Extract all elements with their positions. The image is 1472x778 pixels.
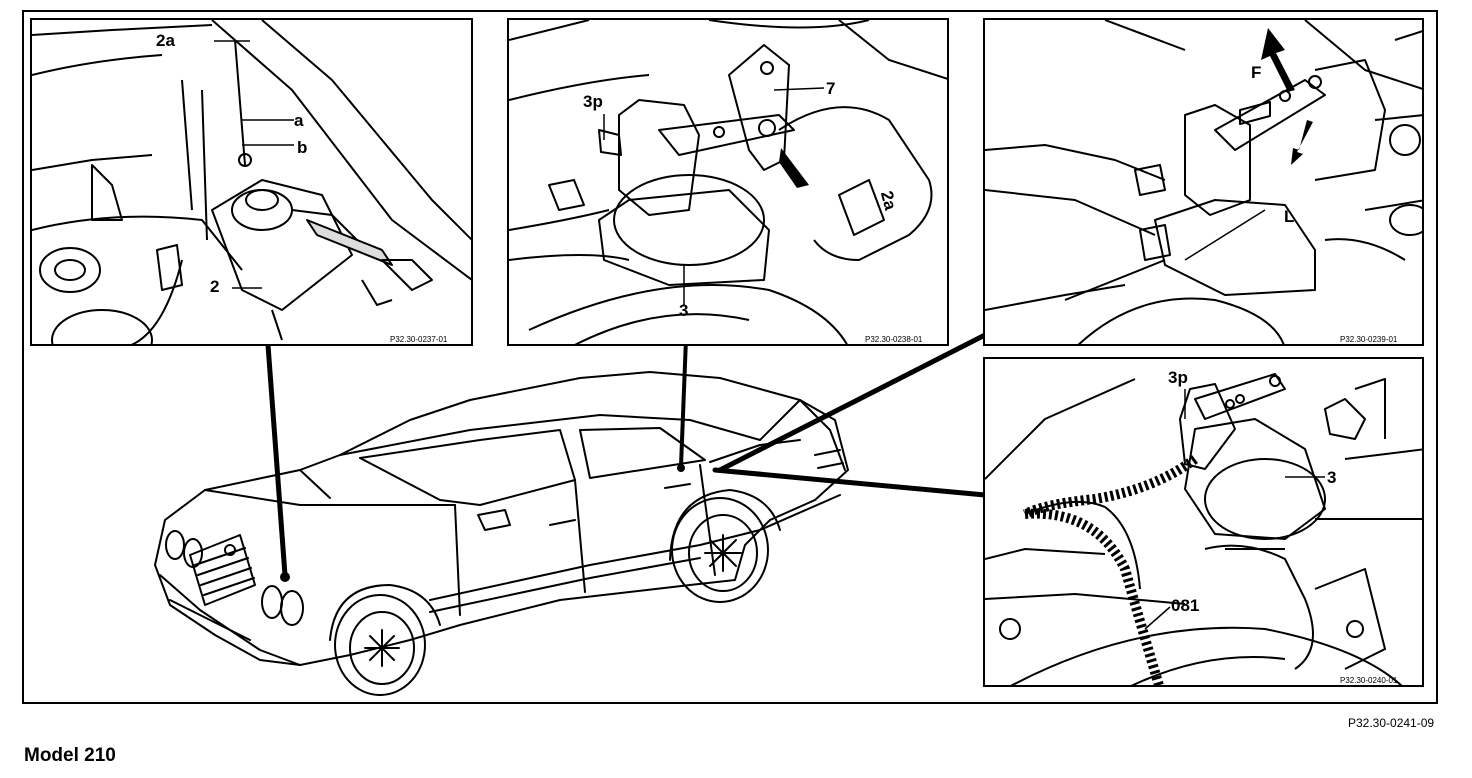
- inset-top-left-drawing: [32, 20, 471, 344]
- inset-bottom-right-label-3p: 3p: [1168, 368, 1188, 387]
- inset-bottom-right: 3p 3 081 P32.30-0240-01: [983, 357, 1424, 687]
- inset-bottom-right-code: P32.30-0240-01: [1340, 676, 1398, 685]
- figure-code: P32.30-0241-09: [1348, 716, 1435, 730]
- inset-top-left-label-2a: 2a: [156, 31, 175, 50]
- inset-bottom-right-label-3: 3: [1327, 468, 1337, 487]
- inset-top-middle-drawing: [509, 20, 947, 344]
- inset-top-middle: 3p 7 2a 3 P32.30-0238-01: [507, 18, 949, 346]
- inset-top-left-label-2: 2: [210, 277, 220, 296]
- model-label: Model 210: [24, 745, 116, 766]
- inset-top-left-label-a: a: [294, 111, 304, 130]
- inset-top-middle-label-7: 7: [826, 79, 836, 98]
- inset-top-right-label-F: F: [1251, 63, 1262, 82]
- inset-top-right-label-L: L: [1284, 207, 1295, 226]
- inset-top-middle-code: P32.30-0238-01: [865, 335, 923, 344]
- inset-top-right: F L P32.30-0239-01: [983, 18, 1424, 346]
- inset-top-left: 2a a b 2 P32.30-0237-01: [30, 18, 473, 346]
- inset-bottom-right-label-081: 081: [1171, 596, 1200, 615]
- inset-bottom-right-drawing: [985, 373, 1422, 685]
- diagram-frame: [22, 10, 1438, 704]
- inset-top-left-label-b: b: [297, 138, 308, 157]
- inset-top-left-code: P32.30-0237-01: [390, 335, 448, 344]
- inset-top-right-code: P32.30-0239-01: [1340, 335, 1398, 344]
- inset-top-middle-label-3: 3: [679, 301, 689, 320]
- inset-top-right-drawing: [985, 20, 1422, 344]
- inset-top-middle-label-3p: 3p: [583, 92, 603, 111]
